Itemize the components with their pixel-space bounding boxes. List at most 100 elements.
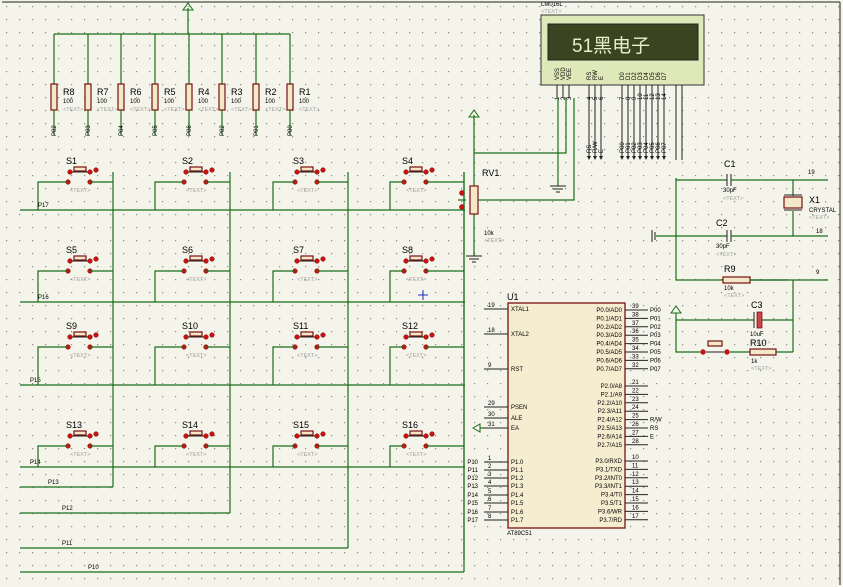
switch-s6[interactable]: S6<TEXT>: [154, 245, 230, 302]
switch-s7[interactable]: S7<TEXT>: [272, 245, 348, 302]
switch-s3[interactable]: S3<TEXT>: [272, 156, 348, 210]
switch-text-tag: <TEXT>: [406, 452, 426, 458]
switch-name: S2: [182, 156, 193, 166]
c1-name: C1: [724, 159, 736, 169]
lcd-pin: E6: [599, 76, 605, 100]
col-net-label: P10: [88, 565, 99, 571]
mcu-pin-number: 19: [488, 303, 495, 309]
switch-s13[interactable]: S13<TEXT>: [37, 420, 113, 467]
reset-circuit: R9 10k <TEXT> C3 10uF <TEXT> R10 1k <TEX…: [670, 264, 828, 372]
resistor-net-label: P00: [288, 125, 294, 136]
resistor-name: R7: [97, 87, 109, 97]
mcu-pin-name: P1.1: [511, 468, 524, 474]
switch-s5[interactable]: S5<TEXT>: [37, 245, 113, 302]
r10-value: 1k: [751, 359, 758, 365]
switch-s9[interactable]: S9<TEXT>: [37, 321, 113, 385]
mcu-pin-name: P2.5/A13: [597, 426, 622, 432]
mcu-pin-number: 8: [488, 514, 492, 520]
switch-s8[interactable]: S8<TEXT>: [389, 245, 464, 302]
c3-text-tag: <TEXT>: [750, 340, 770, 346]
switch-text-tag: <TEXT>: [70, 188, 90, 194]
switch-cap: [189, 331, 203, 337]
mcu-pin-name: P0.4/AD4: [596, 342, 622, 348]
crystal-x1[interactable]: [783, 196, 803, 209]
mcu-pin-number: 11: [632, 463, 639, 469]
lcd-pin-name: VDD: [561, 67, 567, 80]
col-net-label: P11: [62, 541, 73, 547]
mcu-pin-net: P03: [650, 333, 661, 339]
reset-switch-cap: [707, 340, 723, 347]
switch-s10[interactable]: S10<TEXT>: [154, 321, 230, 385]
switch-s2[interactable]: S2<TEXT>: [154, 156, 230, 210]
mcu-pin-name: P2.4/A12: [597, 418, 622, 424]
mcu-u1[interactable]: U1 AT89C51 19XTAL118XTAL29RST29PSEN30ALE…: [467, 292, 662, 537]
resistor-name: R5: [164, 87, 176, 97]
switch-s12[interactable]: S12<TEXT>: [389, 321, 464, 385]
mcu-pin-name: P3.5/T1: [601, 501, 623, 507]
r9-body: [722, 276, 751, 284]
lcd-pin-number: 13: [656, 93, 662, 100]
lcd-wire-label: P03: [638, 142, 644, 153]
mcu-body: [507, 302, 626, 529]
mcu-pin-left: 3P1.2: [484, 472, 524, 482]
potentiometer-rv1[interactable]: RV1 10k <TEXT>: [458, 98, 575, 263]
mcu-pin-name: P2.6/A14: [597, 434, 622, 440]
switch-s16[interactable]: S16<TEXT>: [389, 420, 464, 467]
mcu-pin-name: P0.1/AD1: [596, 316, 622, 322]
mcu-pin-number: 25: [632, 414, 639, 420]
resistor-name: R3: [231, 87, 243, 97]
mcu-pin-number: 37: [632, 321, 639, 327]
lcd-signal-wire: P02: [632, 98, 638, 160]
mcu-pin-net: P04: [650, 342, 661, 348]
net-9: 9: [816, 270, 820, 276]
switch-s1[interactable]: S1<TEXT>: [37, 156, 113, 210]
resistor-net-label: P02: [52, 125, 58, 136]
mcu-pin-net: P00: [650, 308, 661, 314]
r9-text-tag: <TEXT>: [724, 293, 744, 299]
col-net-label: P12: [62, 506, 73, 512]
lcd-module[interactable]: LM016L <TEXT> 51黑电子 VSS1VDD2VEE3RS4RW5E6…: [540, 2, 705, 160]
switch-s4[interactable]: S4<TEXT>: [389, 156, 464, 210]
lcd-signal-wire: P05: [650, 98, 656, 160]
switch-s15[interactable]: S15<TEXT>: [272, 420, 348, 467]
switch-s14[interactable]: S14<TEXT>: [154, 420, 230, 467]
resistor-net-label: P04: [119, 125, 125, 136]
switch-name: S9: [66, 321, 77, 331]
resistor-value: 100: [63, 99, 74, 105]
resistor-body: [117, 83, 125, 111]
mcu-pin-name: P0.6/AD6: [596, 358, 622, 364]
mcu-pin-net: P06: [650, 358, 661, 364]
resistor-value: 100: [198, 99, 209, 105]
resistor-value: 100: [299, 99, 310, 105]
resistor-value: 100: [97, 99, 108, 105]
switch-s11[interactable]: S11<TEXT>: [272, 321, 348, 385]
row-net-label: P16: [38, 295, 49, 301]
mcu-pin-name: P2.0/A8: [601, 384, 623, 390]
mcu-pin-name: XTAL2: [511, 332, 530, 338]
mcu-pin-name: P2.2/A10: [597, 401, 622, 407]
mcu-pin-name: P1.3: [511, 484, 524, 490]
mcu-pin-left: 6P1.5: [484, 497, 524, 507]
